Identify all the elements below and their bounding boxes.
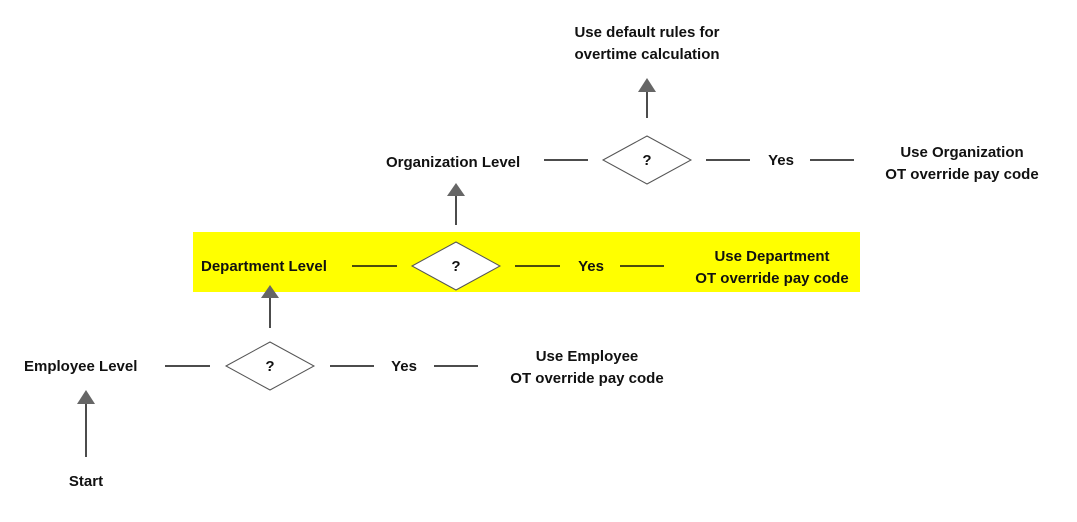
arrow-up-icon	[638, 78, 656, 92]
organization-decision-mark: ?	[642, 152, 651, 169]
organization-yes-label: Yes	[768, 152, 794, 169]
arrow-department-to-organization	[447, 183, 465, 225]
arrow-up-icon	[261, 285, 279, 298]
department-decision-mark: ?	[451, 258, 460, 275]
department-level-label: Department Level	[201, 258, 327, 275]
department-decision-diamond: ?	[410, 241, 502, 291]
start-label: Start	[69, 473, 103, 490]
employee-decision-mark: ?	[265, 358, 274, 375]
employee-yes-label: Yes	[391, 358, 417, 375]
arrow-up-icon	[77, 390, 95, 404]
department-result-line1: Use Department	[714, 248, 829, 265]
employee-decision-diamond: ?	[224, 341, 316, 391]
arrow-start-to-employee	[77, 390, 95, 457]
employee-level-label: Employee Level	[24, 358, 137, 375]
organization-result-line2: OT override pay code	[885, 166, 1038, 183]
organization-level-label: Organization Level	[386, 154, 520, 171]
employee-result-line1: Use Employee	[536, 348, 639, 365]
arrow-up-icon	[447, 183, 465, 196]
arrow-employee-to-department	[261, 285, 279, 328]
department-highlight-band	[193, 232, 860, 292]
organization-result-line1: Use Organization	[900, 144, 1023, 161]
default-rule-line2: overtime calculation	[574, 46, 719, 63]
arrow-organization-to-default	[638, 78, 656, 118]
department-result-line2: OT override pay code	[695, 270, 848, 287]
employee-result-line2: OT override pay code	[510, 370, 663, 387]
organization-decision-diamond: ?	[601, 135, 693, 185]
default-rule-line1: Use default rules for	[574, 24, 719, 41]
department-yes-label: Yes	[578, 258, 604, 275]
